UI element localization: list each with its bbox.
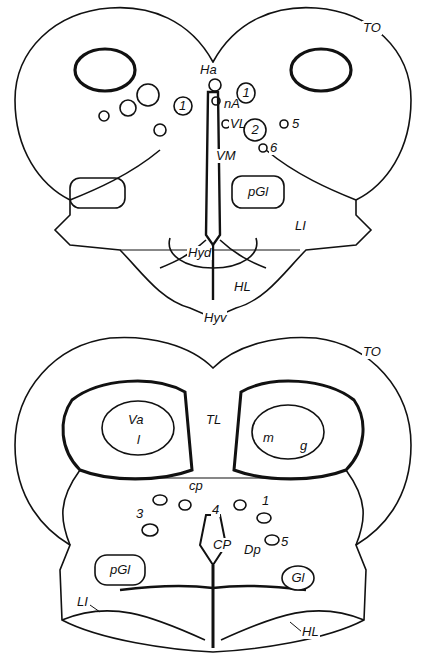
structure-label: TL [205, 413, 222, 427]
structure-label: Dp [243, 543, 262, 557]
structure-label: 1 [261, 494, 270, 508]
structure-label: pGl [109, 563, 131, 577]
structure-label: Hyd [187, 246, 212, 260]
structure-label: 6 [269, 141, 278, 155]
structure-label: TO [362, 21, 382, 35]
structure-label: 1 [178, 99, 187, 113]
structure-label: CP [212, 538, 232, 552]
structure-label: LI [294, 219, 307, 233]
nucleus-outline: Gl [281, 565, 315, 591]
structure-label: LI [76, 595, 89, 609]
nucleus-outline: 1 [236, 82, 256, 104]
nucleus-label: Gl [292, 571, 305, 585]
structure-label: 4 [211, 503, 220, 517]
structure-label: Ha [199, 63, 218, 77]
nucleus-label: 1 [242, 86, 249, 100]
structure-label: VM [215, 149, 237, 163]
structure-label: Va [127, 413, 144, 427]
structure-label: HL [301, 625, 320, 639]
nucleus-outline: 2 [243, 118, 267, 142]
structure-label: Hyv [203, 311, 227, 325]
structure-label: 5 [280, 535, 289, 549]
structure-label: l [136, 433, 141, 447]
structure-label: 3 [135, 507, 144, 521]
structure-label: pGl [247, 185, 269, 199]
structure-label: TO [362, 345, 382, 359]
structure-label: cp [188, 479, 204, 493]
structure-label: m [262, 431, 275, 445]
structure-label: HL [233, 280, 252, 294]
structure-label: 5 [291, 117, 300, 131]
structure-label: g [299, 439, 308, 453]
nucleus-label: 2 [251, 123, 258, 137]
